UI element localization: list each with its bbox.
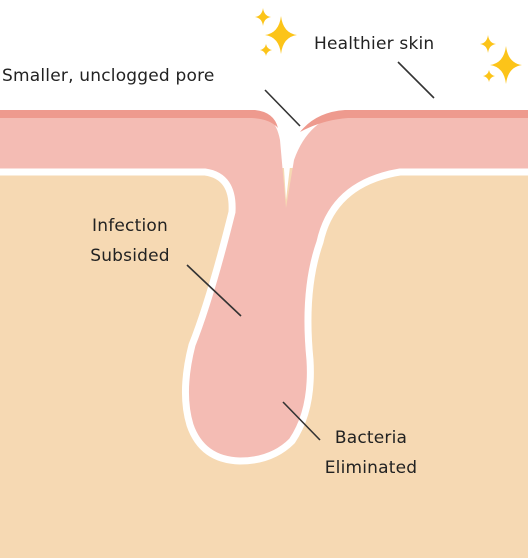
label-bacteria-line1: Bacteria <box>334 428 408 448</box>
sparkle-icon <box>265 16 297 54</box>
sparkle-icon <box>480 35 496 53</box>
leader-line-bacteria <box>282 401 321 441</box>
epidermis-top-strip-right <box>300 110 528 132</box>
leader-line-skin <box>397 61 435 99</box>
sparkle-icon <box>255 8 271 26</box>
sparkle-icon <box>483 70 495 82</box>
sparkle-icon <box>260 44 272 56</box>
label-infection-line1: Infection <box>92 216 168 236</box>
label-skin: Healthier skin <box>314 34 435 54</box>
pore-opening <box>262 108 318 200</box>
label-infection-line2: Subsided <box>90 246 170 266</box>
sparkle-icon <box>490 46 522 84</box>
epidermis-top-strip <box>0 110 278 128</box>
leader-line-infection <box>186 264 242 317</box>
epidermis-layer <box>0 112 528 458</box>
label-pore: Smaller, unclogged pore <box>2 66 215 86</box>
follicle-outline <box>0 168 528 465</box>
label-bacteria-line2: Eliminated <box>324 458 418 478</box>
leader-line-pore <box>264 89 301 127</box>
